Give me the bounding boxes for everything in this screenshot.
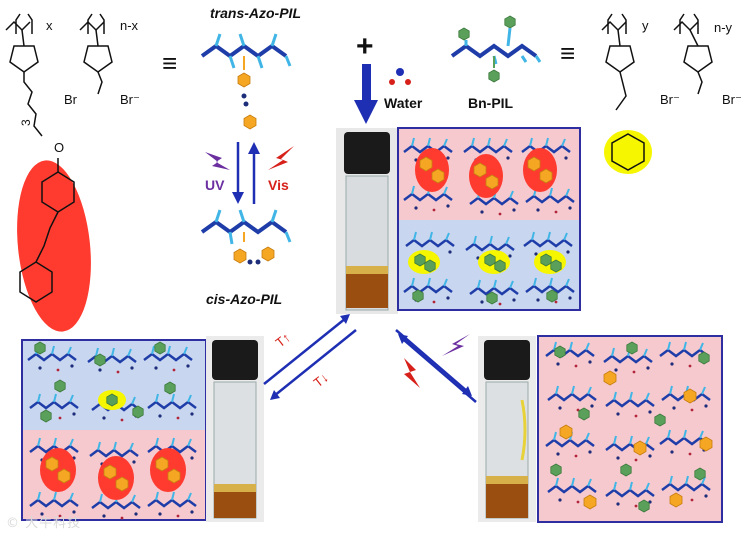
uv-lightning-icon-2 bbox=[442, 334, 470, 356]
trans-azo-polymer bbox=[200, 33, 292, 130]
azo-pil-structure: x n-x Br Br⁻ 3 O bbox=[5, 13, 140, 332]
uv-label: UV bbox=[205, 177, 225, 193]
water-molecule-icon bbox=[389, 68, 411, 85]
equivalence-sign-right: ≡ bbox=[560, 38, 575, 68]
watermark: © 大牛科技 bbox=[6, 516, 82, 531]
biphasic-panel-bottom-left bbox=[21, 339, 207, 521]
vis-lightning-icon-2 bbox=[404, 358, 420, 388]
biphasic-panel-center bbox=[397, 127, 581, 311]
vial-bottom-right bbox=[478, 336, 536, 522]
vial-center bbox=[336, 128, 398, 314]
water-label: Water bbox=[384, 95, 423, 111]
mixed-panel-bottom-right bbox=[537, 335, 723, 523]
subscript-n-y: n-y bbox=[714, 20, 733, 35]
br-label-1: Br bbox=[64, 92, 78, 107]
cis-azo-pil-label: cis-Azo-PIL bbox=[206, 291, 282, 307]
vis-label: Vis bbox=[268, 177, 289, 193]
vial-bottom-left bbox=[206, 336, 264, 522]
oxygen-label: O bbox=[54, 140, 64, 155]
bn-pil-structure: y n-y Br⁻ Br⁻ bbox=[601, 13, 742, 174]
subscript-y: y bbox=[642, 18, 649, 33]
br-label-4: Br⁻ bbox=[722, 92, 742, 107]
t-down-label: T↓ bbox=[311, 370, 332, 391]
subscript-x: x bbox=[46, 18, 53, 33]
subscript-n-x: n-x bbox=[120, 18, 139, 33]
br-label-3: Br⁻ bbox=[660, 92, 680, 107]
bn-pil-label: Bn-PIL bbox=[468, 95, 514, 111]
temperature-arrows bbox=[263, 314, 357, 400]
photoswitch-arrows bbox=[205, 142, 294, 204]
omega-subscript: 3 bbox=[19, 119, 33, 126]
light-arrows bbox=[395, 329, 477, 403]
bn-pil-polymer bbox=[450, 15, 542, 83]
add-arrow bbox=[354, 64, 378, 124]
trans-azo-pil-label: trans-Azo-PIL bbox=[210, 5, 301, 21]
plus-sign: + bbox=[356, 30, 374, 63]
azo-red-oval bbox=[17, 160, 91, 332]
uv-lightning-icon bbox=[205, 152, 230, 170]
br-label-2: Br⁻ bbox=[120, 92, 140, 107]
t-up-label: T↑ bbox=[273, 330, 294, 351]
equivalence-sign-left: ≡ bbox=[162, 48, 177, 78]
vis-lightning-icon bbox=[268, 146, 294, 170]
benzyl-yellow-glow bbox=[604, 130, 652, 174]
cis-azo-polymer bbox=[200, 209, 292, 265]
